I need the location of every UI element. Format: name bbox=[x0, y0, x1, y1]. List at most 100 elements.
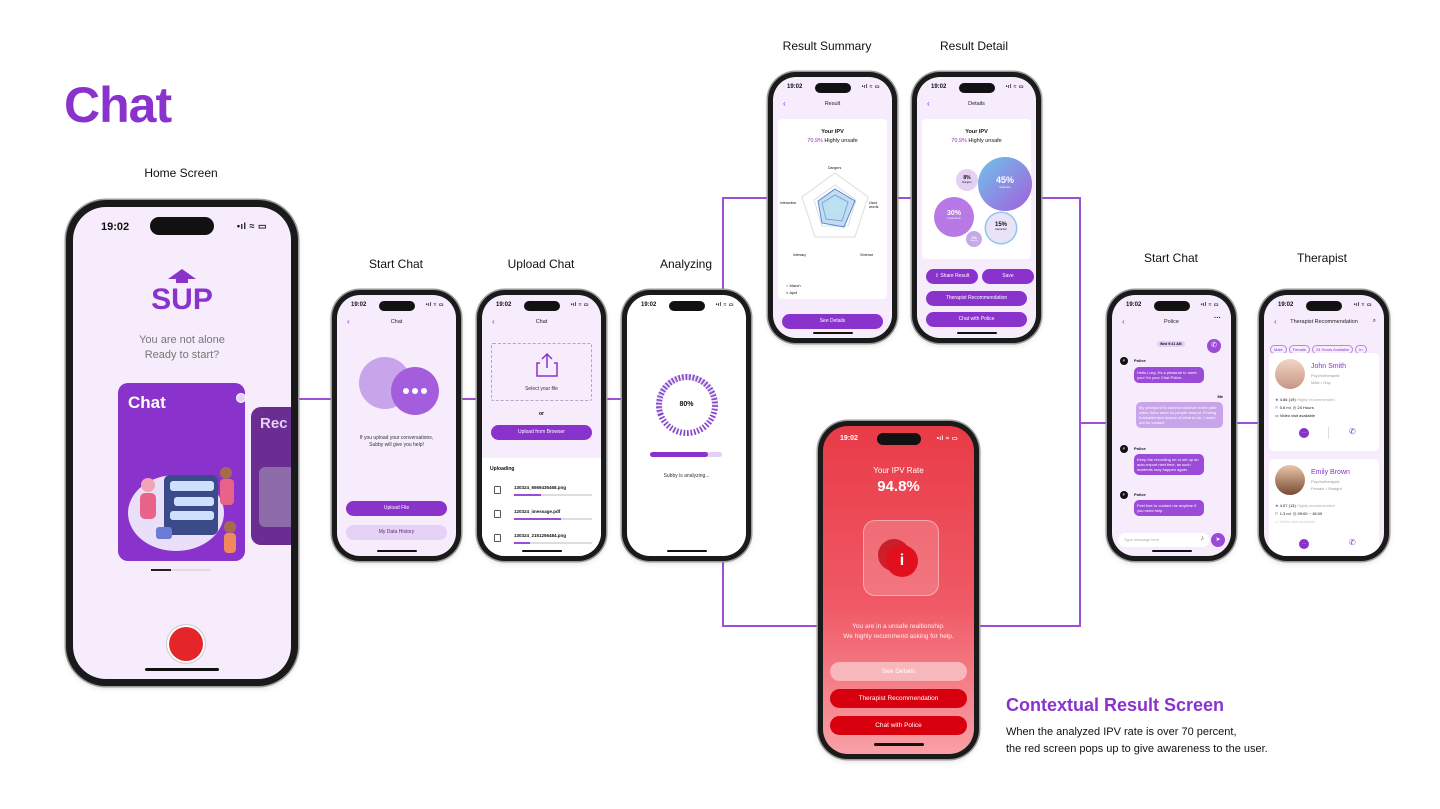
star-icon: ★ bbox=[1275, 503, 1279, 508]
divider bbox=[1328, 427, 1329, 439]
ipv-rate-line: 70.9% Highly unsafe bbox=[778, 138, 887, 144]
my-message-bubble: My yeonjoo'd to commit violence in the p… bbox=[1136, 402, 1223, 428]
microphone-icon[interactable]: ♪ bbox=[1200, 535, 1205, 542]
avatar bbox=[1275, 359, 1305, 389]
start-chat-text-2: Subby will give you help! bbox=[369, 442, 424, 448]
label-home-screen: Home Screen bbox=[144, 166, 218, 180]
star-icon: ★ bbox=[1275, 397, 1279, 402]
status-icons: •ıl ≈ ▭ bbox=[425, 302, 444, 308]
chat-icon[interactable]: ··· bbox=[1299, 428, 1309, 438]
result-card: Your IPV 70.9% Highly unsafe Dangers Use… bbox=[778, 119, 887, 299]
start-chat-text-1: If you upload your conversations, bbox=[359, 435, 434, 441]
start-chat-screen: 19:02 •ıl ≈ ▭ ‹ Chat If you upload your … bbox=[337, 295, 456, 556]
screen-header: Details bbox=[968, 101, 985, 107]
upload-file-button[interactable]: Upload File bbox=[346, 501, 447, 516]
status-icons: •ıl ≈ ▭ bbox=[1353, 302, 1372, 308]
screen-header: Chat bbox=[535, 319, 548, 325]
file-drop-zone[interactable]: Select your file bbox=[491, 343, 592, 401]
upload-row: 130324_2151256484.png bbox=[490, 532, 593, 550]
bubble-used-words: 30%Used words bbox=[934, 197, 974, 237]
home-indicator bbox=[145, 668, 219, 671]
record-button[interactable] bbox=[169, 627, 203, 661]
upload-from-browser-button[interactable]: Upload from Browser bbox=[491, 425, 592, 440]
clock-icon: ◷ bbox=[1292, 405, 1297, 410]
dynamic-island bbox=[668, 301, 705, 311]
send-icon[interactable]: ➤ bbox=[1211, 533, 1225, 547]
back-chevron-icon[interactable]: ‹ bbox=[1274, 317, 1277, 326]
upload-row: 120324_imessage.pdf bbox=[490, 508, 593, 526]
therapist-card[interactable]: John Smith Psychotherapist Male • Gay ★ … bbox=[1269, 353, 1379, 451]
dynamic-island bbox=[1306, 301, 1342, 311]
therapist-card[interactable]: Emily Brown Psychotherapist Female • Str… bbox=[1269, 459, 1379, 556]
see-details-button[interactable]: See Details bbox=[782, 314, 883, 329]
red-title: Your IPV Rate bbox=[873, 466, 924, 475]
share-result-button[interactable]: ⇪ Share Result bbox=[926, 269, 978, 284]
therapist-recommendation-button[interactable]: Therapist Recommendation bbox=[926, 291, 1027, 306]
red-therapist-button[interactable]: Therapist Recommendation bbox=[830, 689, 967, 708]
back-chevron-icon[interactable]: ‹ bbox=[347, 317, 350, 326]
your-ipv-title: Your IPV bbox=[821, 129, 844, 135]
rec-card-title: Rec bbox=[260, 415, 288, 432]
rec-card[interactable]: Rec bbox=[251, 407, 291, 545]
location-icon: ⚐ bbox=[1275, 405, 1279, 410]
file-name: 130324_2151256484.png bbox=[514, 533, 567, 538]
connector-line bbox=[722, 625, 820, 627]
label-result-detail: Result Detail bbox=[939, 39, 1009, 53]
data-history-button[interactable]: My Data History bbox=[346, 525, 447, 540]
phone-upload-chat: 19:02 •ıl ≈ ▭ ‹ Chat Select your file or… bbox=[477, 290, 606, 561]
message-bubble: Hello Lucy, it's a pleasure to meet you!… bbox=[1134, 367, 1204, 383]
back-chevron-icon[interactable]: ‹ bbox=[927, 99, 930, 108]
red-police-button[interactable]: Chat with Police bbox=[830, 716, 967, 735]
therapist-screen: 19:02 •ıl ≈ ▭ ‹ Therapist Recommendation… bbox=[1264, 295, 1384, 556]
save-button[interactable]: Save bbox=[982, 269, 1034, 284]
chat-card[interactable]: Chat bbox=[118, 383, 246, 561]
status-icons: •ıl ≈ ▭ bbox=[1005, 84, 1024, 90]
connector-line bbox=[1079, 422, 1107, 424]
label-analyzing: Analyzing bbox=[659, 257, 713, 271]
red-message-1: You are in a unsafe realtionship. bbox=[852, 623, 945, 630]
result-summary-screen: 19:02 •ıl ≈ ▭ ‹ Result Your IPV 70.9% Hi… bbox=[773, 77, 892, 338]
status-icons: •ıl ≈ ▭ bbox=[861, 84, 880, 90]
search-icon[interactable]: ⌕ bbox=[1372, 318, 1376, 324]
status-time: 19:02 bbox=[1126, 302, 1142, 308]
label-therapist: Therapist bbox=[1296, 251, 1348, 265]
file-name: 120324_imessage.pdf bbox=[514, 509, 561, 514]
more-icon[interactable]: ··· bbox=[1214, 315, 1221, 322]
uploading-title: Uploading bbox=[490, 466, 515, 472]
red-see-details-button[interactable]: See Details bbox=[830, 662, 967, 681]
call-icon[interactable]: ✆ bbox=[1349, 538, 1356, 547]
red-result-screen: 19:02 •ıl ≈ ▭ Your IPV Rate 94.8% i You … bbox=[823, 426, 974, 754]
ipv-rate-line: 70.9% Highly unsafe bbox=[922, 138, 1031, 144]
dynamic-island bbox=[378, 301, 415, 311]
logo-arrow-icon bbox=[168, 269, 196, 283]
your-ipv-title: Your IPV bbox=[965, 129, 988, 135]
back-chevron-icon[interactable]: ‹ bbox=[1122, 317, 1125, 326]
connector-line bbox=[722, 197, 769, 199]
chat-icon[interactable]: ··· bbox=[1299, 539, 1309, 549]
phone-red-result: 19:02 •ıl ≈ ▭ Your IPV Rate 94.8% i You … bbox=[818, 421, 979, 759]
connector-line bbox=[1236, 422, 1260, 424]
home-indicator bbox=[812, 332, 853, 334]
chat-with-police-button[interactable]: Chat with Police bbox=[926, 312, 1027, 327]
phone-home-screen: 19:02 •ıl ≈ ▭ SUP You are not alone Read… bbox=[66, 200, 298, 686]
label-start-chat: Start Chat bbox=[368, 257, 424, 271]
status-time: 19:02 bbox=[931, 84, 947, 90]
pdf-file-icon bbox=[494, 510, 501, 518]
back-chevron-icon[interactable]: ‹ bbox=[783, 99, 786, 108]
call-icon[interactable]: ✆ bbox=[1349, 427, 1356, 436]
message-bubble: Feel free to contact me anytime if you n… bbox=[1134, 500, 1204, 516]
analyzing-status: Subby is analyzing... bbox=[663, 473, 710, 479]
ipv-rate-label: Highly unsafe bbox=[824, 138, 858, 144]
upload-progress bbox=[514, 518, 592, 520]
dynamic-island bbox=[150, 217, 214, 235]
home-indicator bbox=[873, 743, 924, 746]
message-input[interactable]: Type message here ♪ bbox=[1118, 533, 1209, 547]
phone-start-chat: 19:02 •ıl ≈ ▭ ‹ Chat If you upload your … bbox=[332, 290, 461, 561]
analyzing-progress-bar bbox=[650, 452, 722, 457]
back-chevron-icon[interactable]: ‹ bbox=[492, 317, 495, 326]
avatar bbox=[1275, 465, 1305, 495]
status-time: 19:02 bbox=[351, 302, 367, 308]
phone-call-icon[interactable]: ✆ bbox=[1207, 339, 1221, 353]
axis-intimacy: Intimacy bbox=[793, 253, 807, 257]
uploading-panel: Uploading 130324_6569435468.png 120324_i… bbox=[482, 458, 601, 556]
